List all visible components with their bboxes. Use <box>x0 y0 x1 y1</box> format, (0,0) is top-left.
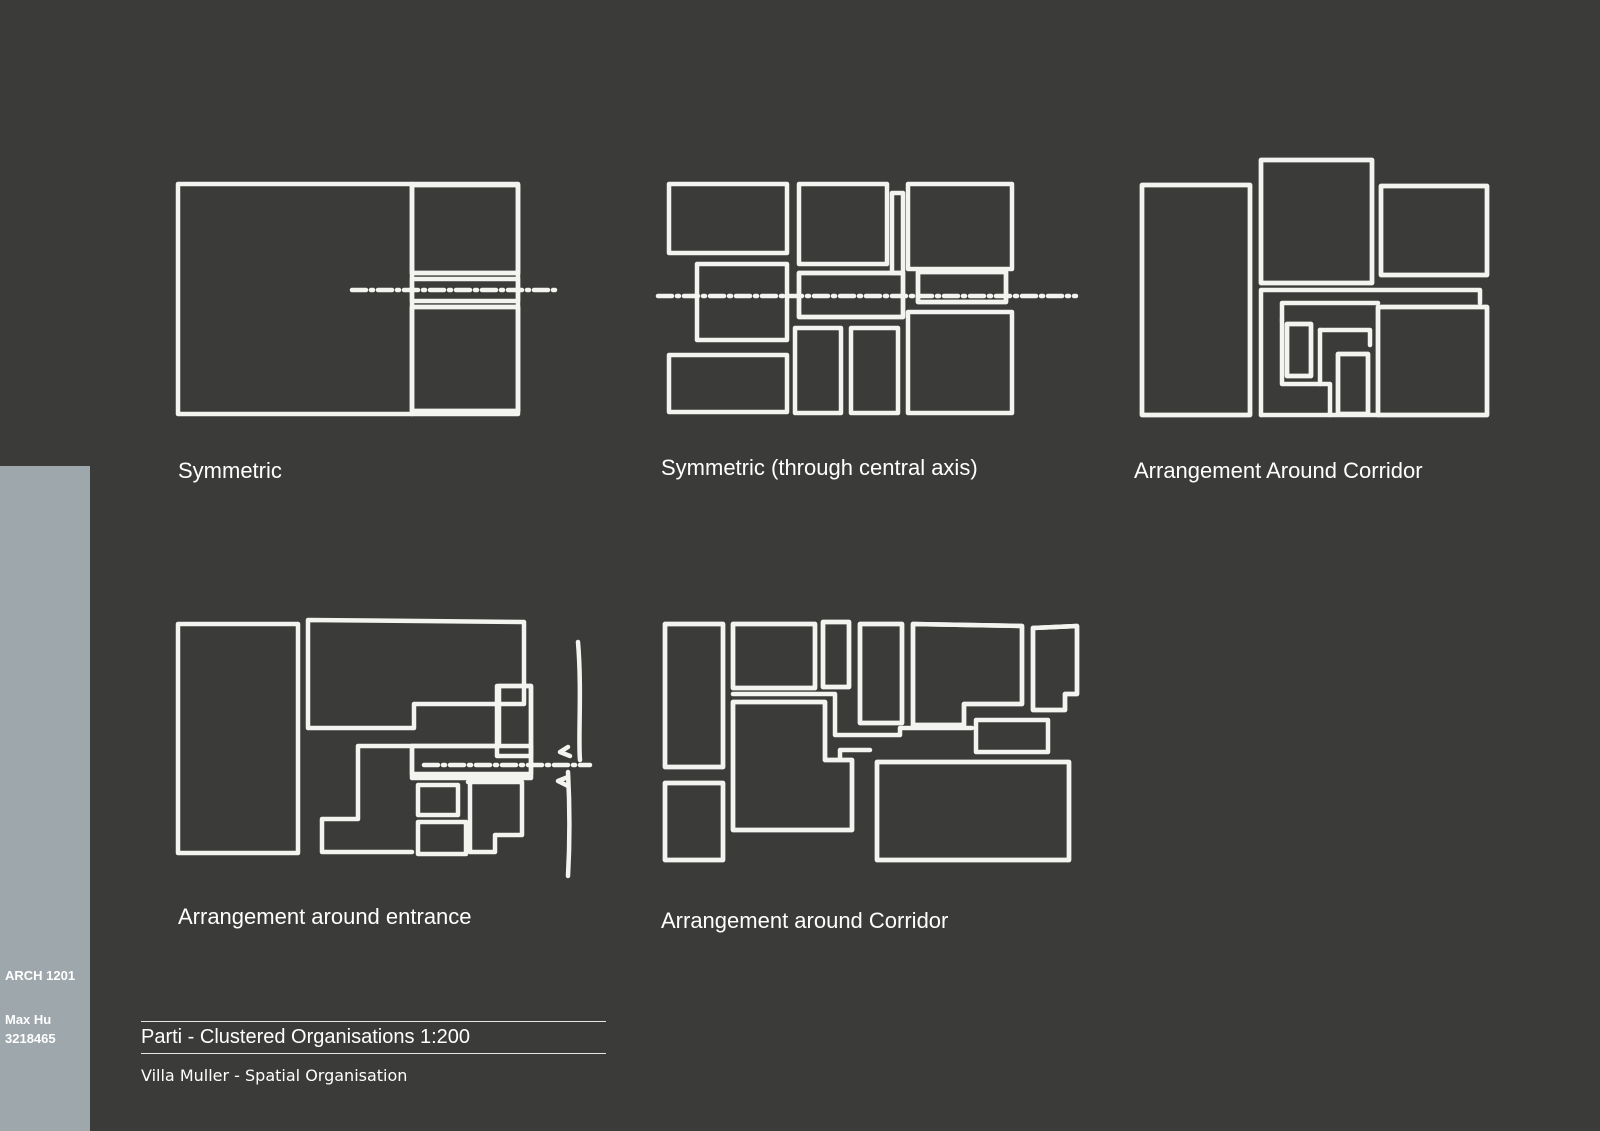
room-outline <box>973 717 1051 755</box>
room-outline <box>905 309 1015 416</box>
caption-symmetric: Symmetric <box>178 458 282 483</box>
room-fill <box>820 619 852 690</box>
corridor-outline <box>1258 287 1483 418</box>
room-outline <box>175 621 301 856</box>
room-fill <box>1375 304 1490 418</box>
room-outline <box>820 619 852 690</box>
room-fill <box>889 190 906 276</box>
room-outline <box>666 181 790 256</box>
room-outline <box>874 759 1072 863</box>
room-fill <box>730 621 818 691</box>
room-fill <box>1335 351 1371 417</box>
room-outline <box>319 743 415 855</box>
course-code: ARCH 1201 <box>5 968 76 983</box>
sidebar-panel <box>0 466 90 1131</box>
room-fill <box>1139 182 1253 418</box>
corridor-outline <box>1317 327 1373 348</box>
room-fill <box>857 621 905 726</box>
title-rule-top <box>141 1021 606 1022</box>
room-fill <box>409 304 521 414</box>
corridor-outline <box>730 691 975 738</box>
corridor-outline <box>1279 317 1333 418</box>
entrance-arrow <box>555 774 571 789</box>
room-outline <box>1030 623 1080 713</box>
room-outline <box>910 621 1025 728</box>
room-fill <box>1258 157 1375 286</box>
room-outline <box>915 269 1009 305</box>
corridor-outline <box>837 747 873 763</box>
room-outline <box>857 621 905 726</box>
room-outline <box>905 181 1015 272</box>
room-outline <box>1375 304 1490 418</box>
room-outline <box>1258 157 1375 286</box>
room-outline <box>666 352 790 415</box>
caption-around-entrance: Arrangement around entrance <box>178 904 472 929</box>
author-name: Max Hu <box>5 1012 52 1027</box>
room-outline <box>796 181 890 267</box>
room-fill <box>910 621 1025 728</box>
room-outline <box>1335 351 1371 417</box>
room-outline <box>409 182 521 276</box>
room-outline <box>409 304 521 414</box>
room-outline <box>465 779 525 855</box>
diagram-central-axis <box>655 181 1079 416</box>
student-id: 3218465 <box>5 1031 56 1046</box>
room-fill <box>1284 321 1314 379</box>
room-fill <box>1378 183 1490 278</box>
caption-around-corridor-1: Arrangement Around Corridor <box>1134 458 1423 483</box>
room-outline <box>848 325 901 416</box>
room-outline <box>730 699 855 833</box>
room-outline <box>694 261 790 343</box>
title-rule-bottom <box>141 1053 606 1054</box>
room-fill <box>662 780 726 863</box>
room-fill <box>409 182 521 276</box>
entrance-hall <box>409 683 534 777</box>
room-fill <box>1030 623 1080 713</box>
room-fill <box>874 759 1072 863</box>
room-outline <box>305 617 527 731</box>
diagram-around-entrance <box>175 617 593 879</box>
corridor-outline <box>1279 300 1381 323</box>
room-outline <box>792 325 844 416</box>
room-outline <box>1139 182 1253 418</box>
sheet-subtitle: Villa Muller - Spatial Organisation <box>141 1066 408 1085</box>
room-outline <box>662 621 726 770</box>
room-outline <box>415 782 461 818</box>
caption-central-axis: Symmetric (through central axis) <box>661 455 978 480</box>
room-outline <box>730 621 818 691</box>
entrance-arrow <box>557 744 573 759</box>
room-outline <box>662 780 726 863</box>
room-outline <box>1284 321 1314 379</box>
entrance-line <box>575 639 583 763</box>
sheet-title: Parti - Clustered Organisations 1:200 <box>141 1026 471 1048</box>
diagram-symmetric <box>175 181 559 417</box>
room-outline <box>415 819 469 857</box>
diagram-around-corridor-2 <box>662 619 1080 863</box>
diagram-around-corridor-1 <box>1139 157 1490 418</box>
room-fill <box>662 621 726 770</box>
room-outline <box>1378 183 1490 278</box>
caption-around-corridor-2: Arrangement around Corridor <box>661 908 949 933</box>
